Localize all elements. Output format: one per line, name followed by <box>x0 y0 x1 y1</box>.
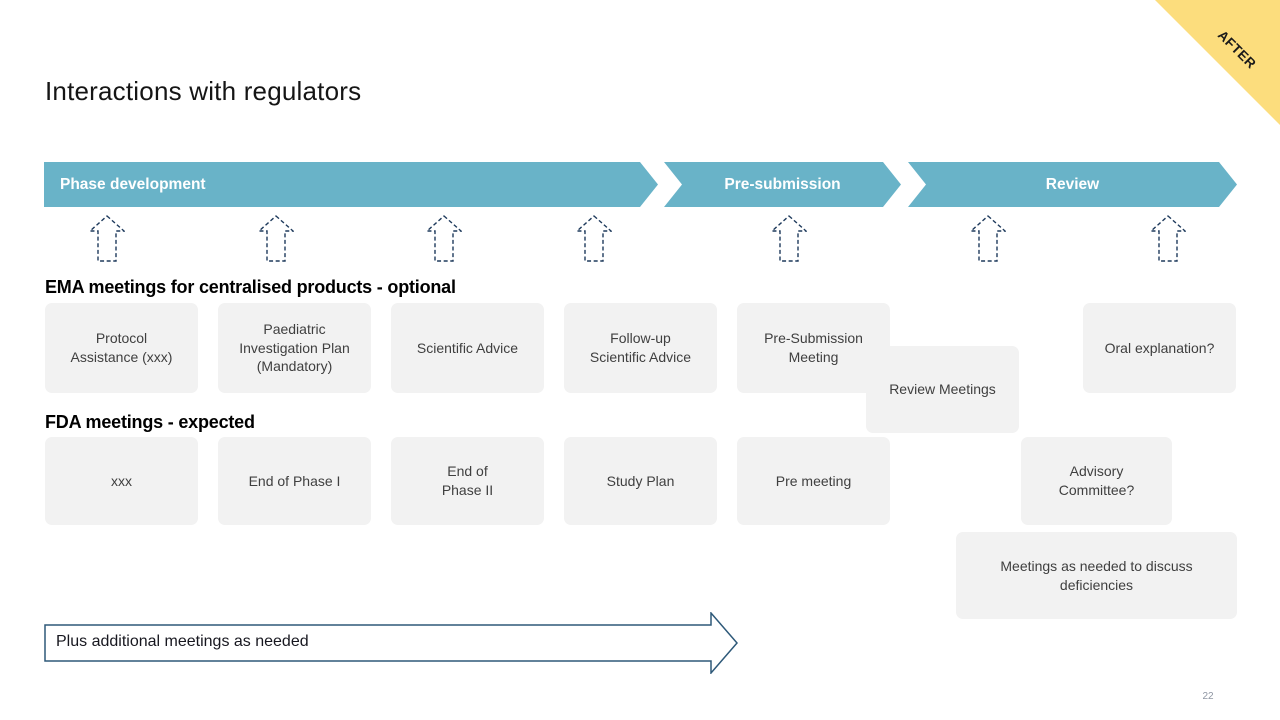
page-title: Interactions with regulators <box>45 76 362 106</box>
dashed-up-arrow-icon <box>576 215 612 262</box>
additional-meetings-arrow <box>44 612 738 674</box>
meeting-box-study-plan: Study Plan <box>564 437 717 525</box>
meeting-box-pre-meeting: Pre meeting <box>737 437 890 525</box>
meeting-box-advisory-committee: Advisory Committee? <box>1021 437 1172 525</box>
meeting-box-review-meetings: Review Meetings <box>866 346 1019 433</box>
meeting-box-oral-explanation: Oral explanation? <box>1083 303 1236 393</box>
meeting-box-paediatric-investigation-plan: Paediatric Investigation Plan (Mandatory… <box>218 303 371 393</box>
ema-section-heading: EMA meetings for centralised products - … <box>45 277 456 297</box>
phase-chevron-label: Pre-submission <box>724 175 841 193</box>
meeting-box-xxx: xxx <box>45 437 198 525</box>
meeting-box-end-of-phase-2: End of Phase II <box>391 437 544 525</box>
dashed-up-arrow-icon <box>258 215 294 262</box>
additional-meetings-label: Plus additional meetings as needed <box>56 633 309 650</box>
fda-section-heading: FDA meetings - expected <box>45 412 255 432</box>
phase-chevron-label: Review <box>1045 175 1100 193</box>
meeting-box-scientific-advice: Scientific Advice <box>391 303 544 393</box>
after-ribbon-label: AFTER <box>1214 27 1260 72</box>
phase-chevron-review: Review <box>908 162 1237 207</box>
after-corner-ribbon: AFTER <box>1155 0 1280 125</box>
dashed-up-arrow-icon <box>771 215 807 262</box>
dashed-up-arrow-icon <box>89 215 125 262</box>
meeting-box-deficiency-meetings: Meetings as needed to discuss deficienci… <box>956 532 1237 619</box>
dashed-up-arrow-icon <box>970 215 1006 262</box>
meeting-box-follow-up-scientific-advice: Follow-up Scientific Advice <box>564 303 717 393</box>
phase-chevron-phase-development: Phase development <box>44 162 658 207</box>
meeting-box-protocol-assistance: Protocol Assistance (xxx) <box>45 303 198 393</box>
meeting-box-pre-submission-meeting: Pre-Submission Meeting <box>737 303 890 393</box>
page-number: 22 <box>1202 691 1214 702</box>
dashed-up-arrow-icon <box>1150 215 1186 262</box>
dashed-up-arrow-icon <box>426 215 462 262</box>
phase-chevron-pre-submission: Pre-submission <box>664 162 901 207</box>
phase-chevron-label: Phase development <box>60 175 206 193</box>
meeting-box-end-of-phase-1: End of Phase I <box>218 437 371 525</box>
